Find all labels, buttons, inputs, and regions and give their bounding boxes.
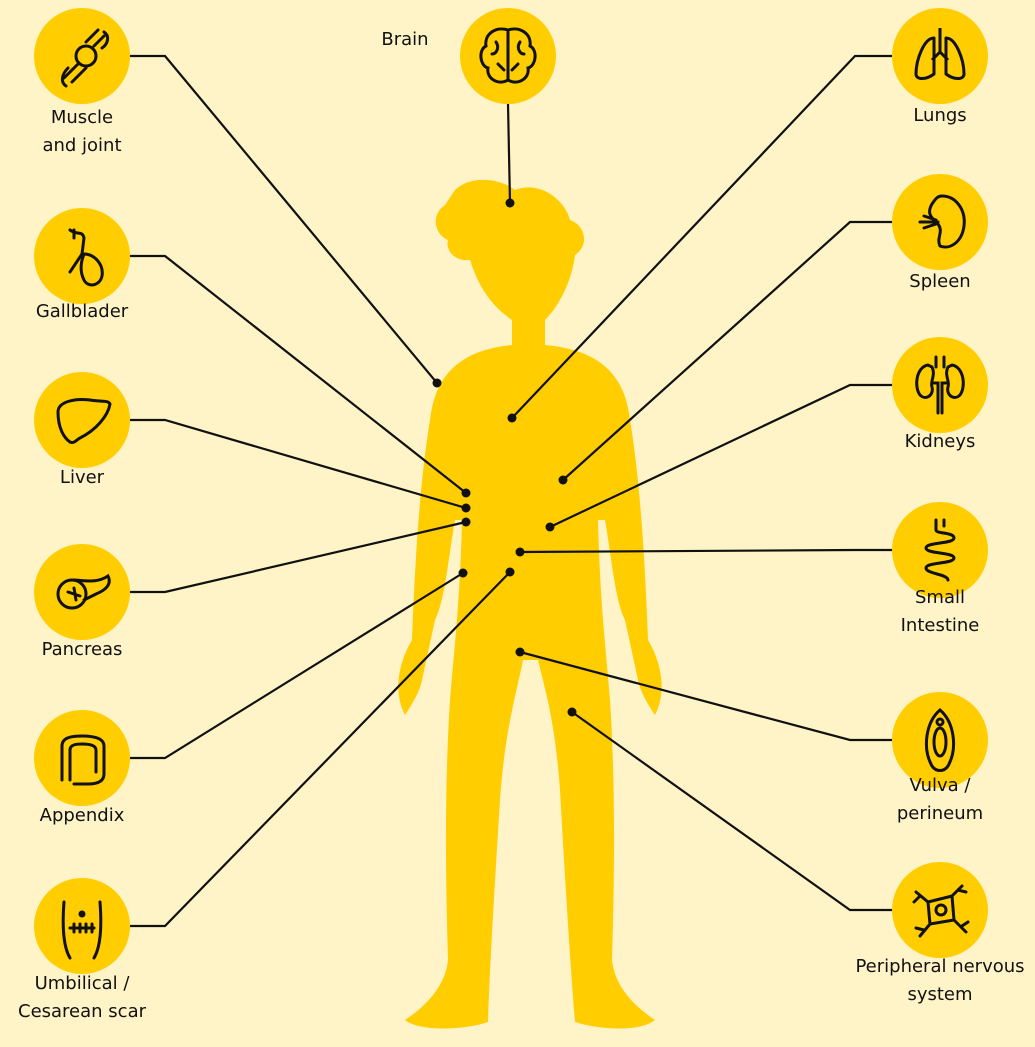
organ-label-pancreas: Pancreas bbox=[0, 636, 192, 664]
point-liver bbox=[462, 504, 471, 513]
organ-label-vulva: Vulva / perineum bbox=[830, 772, 1035, 828]
point-vulva bbox=[516, 648, 525, 657]
organ-badge-kidneys bbox=[892, 337, 988, 433]
point-lungs bbox=[508, 414, 517, 423]
scar-icon bbox=[34, 878, 130, 974]
organ-label-small-intestine: Small Intestine bbox=[830, 584, 1035, 640]
point-spleen bbox=[559, 476, 568, 485]
organ-label-scar: Umbilical / Cesarean scar bbox=[0, 970, 192, 1026]
brain-icon bbox=[460, 8, 556, 104]
point-muscle-joint bbox=[433, 379, 442, 388]
organ-label-spleen: Spleen bbox=[830, 268, 1035, 296]
point-pancreas bbox=[462, 518, 471, 527]
organ-badge-gallbladder bbox=[34, 208, 130, 304]
body-silhouette bbox=[398, 180, 661, 1029]
point-small-intestine bbox=[516, 548, 525, 557]
lungs-icon bbox=[892, 8, 988, 104]
organ-label-gallbladder: Gallblader bbox=[0, 298, 192, 326]
organ-badge-nerves bbox=[892, 862, 988, 958]
organ-badge-muscle-joint bbox=[34, 8, 130, 104]
organ-label-brain: Brain bbox=[295, 26, 515, 54]
gallbladder-icon bbox=[34, 208, 130, 304]
connector-line-gallbladder bbox=[130, 256, 466, 493]
organ-badge-lungs bbox=[892, 8, 988, 104]
neuron-icon bbox=[892, 862, 988, 958]
organ-label-nerves: Peripheral nervous system bbox=[830, 953, 1035, 1009]
organ-badge-liver bbox=[34, 372, 130, 468]
organ-badge-appendix bbox=[34, 710, 130, 806]
organ-badge-pancreas bbox=[34, 544, 130, 640]
organ-label-appendix: Appendix bbox=[0, 802, 192, 830]
point-scar bbox=[506, 568, 515, 577]
organ-badge-scar bbox=[34, 878, 130, 974]
kidneys-icon bbox=[892, 337, 988, 433]
point-appendix bbox=[459, 569, 468, 578]
organ-label-liver: Liver bbox=[0, 464, 192, 492]
spleen-icon bbox=[892, 174, 988, 270]
pancreas-icon bbox=[34, 544, 130, 640]
point-gallbladder bbox=[462, 489, 471, 498]
liver-icon bbox=[34, 372, 130, 468]
joint-icon bbox=[34, 8, 130, 104]
colon-icon bbox=[34, 710, 130, 806]
organ-label-kidneys: Kidneys bbox=[830, 428, 1035, 456]
organ-label-lungs: Lungs bbox=[830, 102, 1035, 130]
point-brain bbox=[506, 199, 515, 208]
organ-badge-brain bbox=[460, 8, 556, 104]
organ-badge-spleen bbox=[892, 174, 988, 270]
point-nerves bbox=[568, 708, 577, 717]
point-kidneys bbox=[546, 523, 555, 532]
organ-label-muscle-joint: Muscle and joint bbox=[0, 104, 192, 160]
